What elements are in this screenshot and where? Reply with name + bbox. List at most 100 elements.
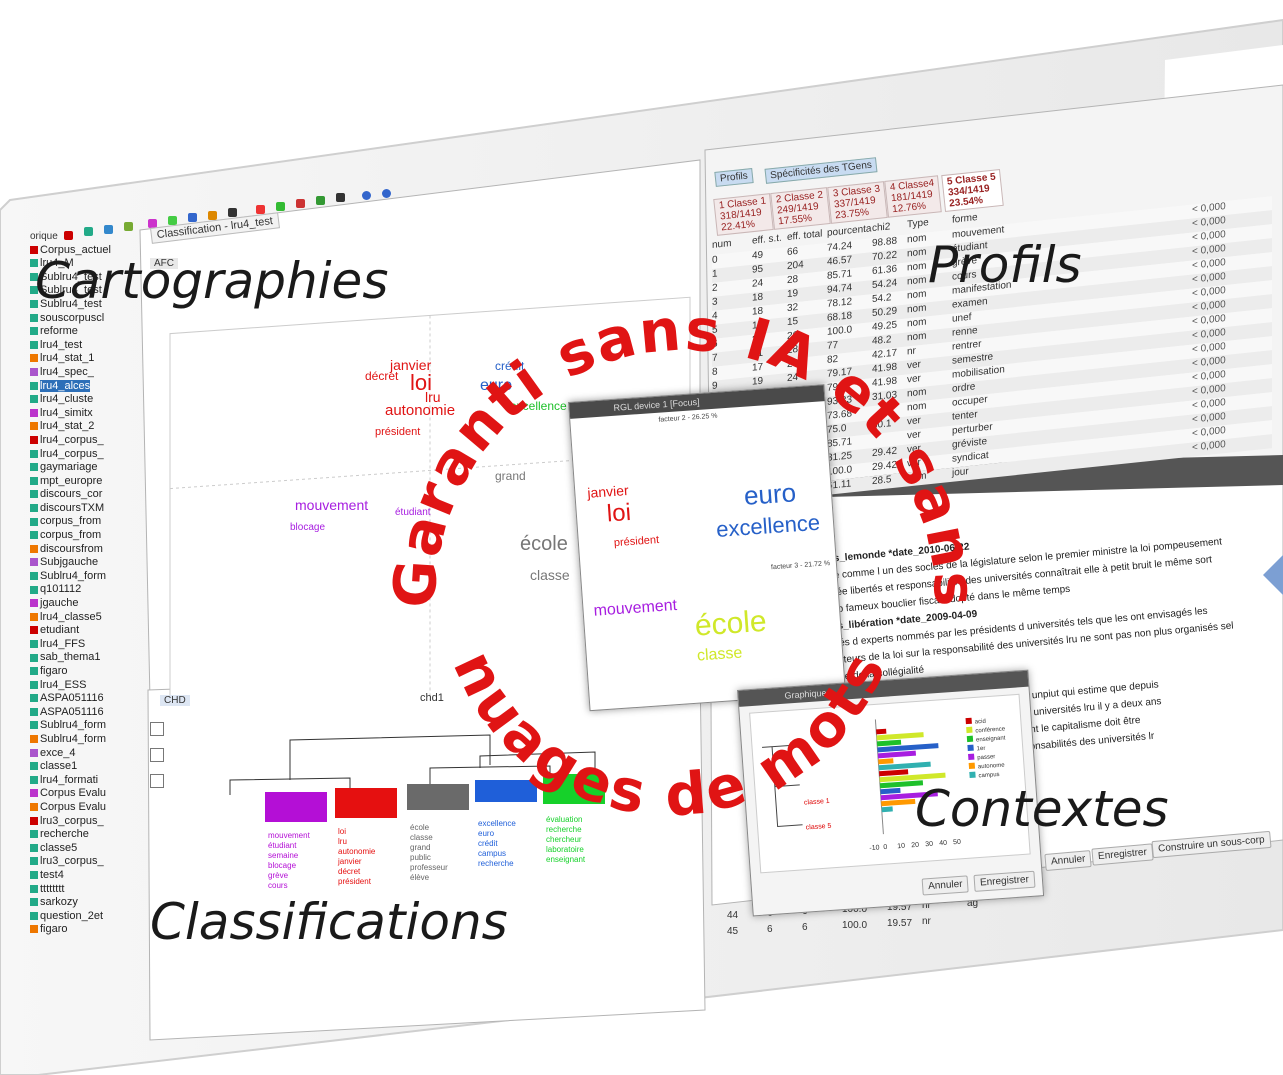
toolbar-icon[interactable]: [228, 208, 237, 217]
tree-item[interactable]: lru4_test: [30, 339, 142, 353]
tree-item[interactable]: classe1: [30, 760, 142, 774]
chd-side-icon[interactable]: [150, 722, 164, 736]
tree-item[interactable]: ASPA051116: [30, 706, 142, 720]
tree-item[interactable]: q101112: [30, 583, 142, 597]
tree-item[interactable]: Sublru4_form: [30, 570, 142, 584]
tree-item[interactable]: etudiant: [30, 624, 142, 638]
column-header[interactable]: num: [712, 237, 732, 251]
column-header[interactable]: eff. s.t.: [752, 232, 782, 247]
tree-item[interactable]: classe5: [30, 842, 142, 856]
tree-item[interactable]: Sublru4_test: [30, 284, 142, 298]
graph-bar: [878, 761, 931, 771]
column-header[interactable]: forme: [952, 212, 978, 226]
tree-item[interactable]: question_2et: [30, 910, 142, 924]
toolbar-icon[interactable]: [336, 193, 345, 202]
tree-item[interactable]: test4: [30, 869, 142, 883]
tree-item[interactable]: reforme: [30, 325, 142, 339]
toolbar-icon[interactable]: [276, 202, 285, 211]
tree-item[interactable]: Sublru4_form: [30, 719, 142, 733]
legend-label: autonome: [978, 762, 1006, 770]
tree-item[interactable]: Sublru4_test: [30, 271, 142, 285]
tree-item[interactable]: souscorpuscl: [30, 312, 142, 326]
chd-side-icon[interactable]: [150, 774, 164, 788]
tree-item[interactable]: corpus_from: [30, 529, 142, 543]
column-header[interactable]: chi2: [872, 221, 891, 235]
tree-item[interactable]: figaro: [30, 923, 142, 937]
toolbar-icon[interactable]: [296, 199, 305, 208]
graph-save-button[interactable]: Enregistrer: [973, 870, 1036, 892]
chd-title: chd1: [420, 692, 444, 704]
tree-item[interactable]: lru4_classe5: [30, 611, 142, 625]
legend-swatch: [968, 762, 976, 770]
table-cell: 19: [752, 375, 764, 388]
tree-item[interactable]: discoursfrom: [30, 543, 142, 557]
toolbar-icon[interactable]: [208, 211, 217, 220]
tree-item[interactable]: mpt_europre: [30, 475, 142, 489]
tree-item[interactable]: corpus_from: [30, 515, 142, 529]
toolbar-icon[interactable]: [256, 205, 265, 214]
toolbar-icon[interactable]: [188, 213, 197, 222]
toolbar-icon[interactable]: [104, 225, 113, 234]
tree-item[interactable]: sarkozy: [30, 896, 142, 910]
corpus-icon: [30, 368, 38, 377]
tree-item[interactable]: tttttttt: [30, 883, 142, 897]
toolbar-icon[interactable]: [362, 191, 371, 200]
toolbar-icon[interactable]: [382, 189, 391, 198]
toolbar-icon[interactable]: [84, 227, 93, 236]
tree-item[interactable]: lru4_spec_: [30, 366, 142, 380]
tree-item[interactable]: lru4_alces: [30, 379, 142, 394]
tree-item[interactable]: lru4_cluste: [30, 393, 142, 407]
tree-item-label: Sublru4_test: [40, 297, 102, 310]
tree-item[interactable]: lru4_M: [30, 257, 142, 271]
toolbar-icon[interactable]: [168, 216, 177, 225]
tree-item[interactable]: lru4_corpus_: [30, 448, 142, 462]
tree-item[interactable]: jgauche: [30, 597, 142, 611]
tree-item[interactable]: sab_thema1: [30, 651, 142, 665]
tree-item[interactable]: Subjgauche: [30, 556, 142, 570]
column-header[interactable]: Type: [907, 217, 929, 231]
tree-item[interactable]: lru4_corpus_: [30, 434, 142, 448]
chd-side-icon[interactable]: [150, 748, 164, 762]
graph-cancel-button[interactable]: Annuler: [921, 875, 970, 896]
tree-item[interactable]: recherche: [30, 828, 142, 842]
tree-item[interactable]: lru4_formati: [30, 774, 142, 788]
tree-item[interactable]: lru4_ESS: [30, 679, 142, 693]
tree-item[interactable]: exce_4: [30, 747, 142, 761]
pvalue-cell: < 0,000: [1192, 229, 1226, 244]
tree-item[interactable]: ASPA051116: [30, 692, 142, 706]
tree-item[interactable]: discours_cor: [30, 488, 142, 502]
tree-item[interactable]: Corpus Evalu: [30, 787, 142, 801]
tree-item-label: lru4_M: [40, 257, 74, 270]
rgl-word: janvier: [586, 482, 630, 501]
toolbar-icon[interactable]: [316, 196, 325, 205]
table-cell: unef: [952, 311, 972, 325]
overlay-classifications: Classifications: [150, 893, 508, 951]
table-cell: 44: [727, 910, 739, 921]
toolbar-icon[interactable]: [124, 222, 133, 231]
tree-item[interactable]: lru4_FFS: [30, 638, 142, 652]
legend-label: 1er: [977, 746, 986, 753]
column-header[interactable]: pourcenta: [827, 223, 872, 239]
tree-item-label: recherche: [40, 828, 89, 841]
table-cell: 46.57: [827, 254, 853, 268]
table-cell: ver: [907, 457, 921, 470]
tree-item[interactable]: Sublru4_form: [30, 733, 142, 747]
tree-item[interactable]: lru4_stat_2: [30, 420, 142, 434]
toolbar-icon[interactable]: [64, 231, 73, 240]
rgl-window: RGL device 1 [Focus] facteur 2 - 26.25 %…: [568, 384, 846, 712]
corpus-icon: [30, 463, 38, 472]
tree-item[interactable]: lru3_corpus_: [30, 855, 142, 869]
tree-item[interactable]: Corpus_actuel: [30, 244, 142, 258]
tree-item[interactable]: Corpus Evalu: [30, 801, 142, 815]
tree-item[interactable]: lru4_stat_1: [30, 352, 142, 366]
tree-item[interactable]: Sublru4_test: [30, 298, 142, 312]
toolbar-icon[interactable]: [148, 219, 157, 228]
tree-item[interactable]: lru4_simitx: [30, 407, 142, 421]
chd-word: étudiant: [268, 841, 297, 850]
tree-item[interactable]: lru3_corpus_: [30, 815, 142, 829]
tree-item[interactable]: discoursTXM: [30, 502, 142, 516]
tree-item[interactable]: gaymariage: [30, 461, 142, 475]
tree-item[interactable]: figaro: [30, 665, 142, 679]
table-cell: 98.88: [872, 235, 898, 250]
column-header[interactable]: eff. total: [787, 228, 823, 244]
